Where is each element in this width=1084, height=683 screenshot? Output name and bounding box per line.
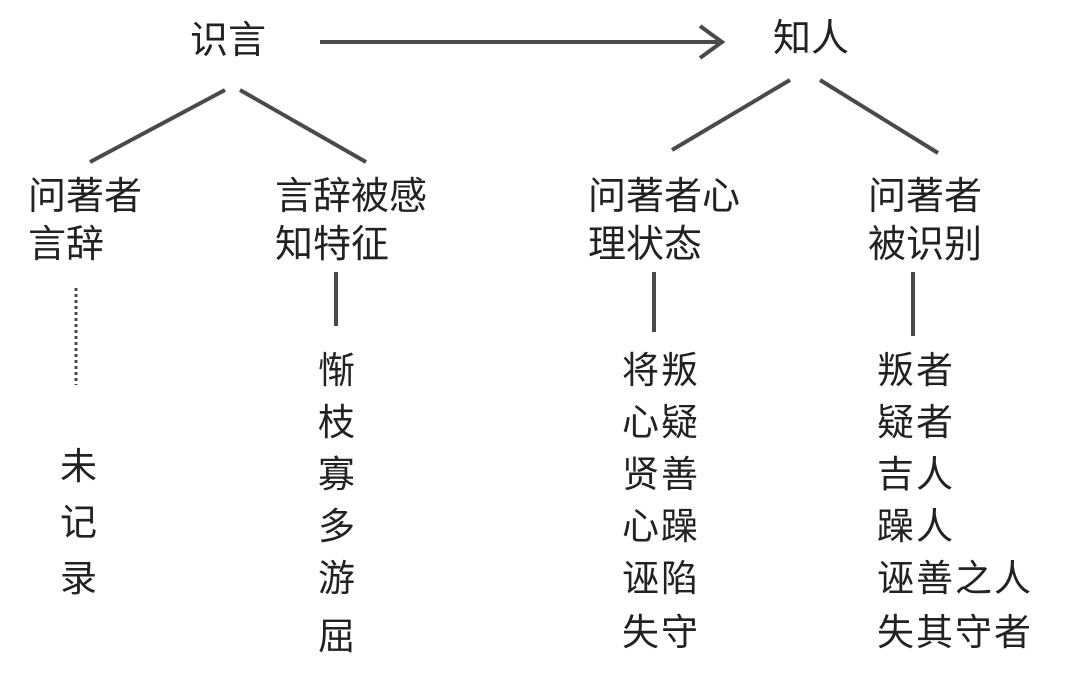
leaf-col4-2: 吉人 xyxy=(877,453,955,496)
leaf-col4-1: 疑者 xyxy=(877,401,955,444)
leaf-col3-4: 诬陷 xyxy=(622,557,700,600)
root-node-right: 知人 xyxy=(773,16,850,60)
leaf-col1-0: 未 xyxy=(60,445,99,488)
branch-node-3: 问著者心 理状态 xyxy=(588,172,740,268)
leaf-col1-1: 记 xyxy=(60,501,99,544)
leaf-col2-1: 枝 xyxy=(318,401,357,444)
branch-node-1-line2: 言辞 xyxy=(28,222,105,266)
leaf-col3-5: 失守 xyxy=(622,611,700,654)
branch-line-left-2 xyxy=(239,88,367,164)
root-node-left: 识言 xyxy=(190,18,267,62)
leaf-col2-2: 寡 xyxy=(318,453,357,496)
leaf-col3-3: 心躁 xyxy=(622,505,700,548)
branch-line-left-1 xyxy=(89,88,226,164)
leaf-col3-0: 将叛 xyxy=(622,349,700,392)
branch-node-1: 问著者 言辞 xyxy=(28,172,142,268)
leaf-col2-4: 游 xyxy=(318,557,357,600)
leaf-col4-4: 诬善之人 xyxy=(877,557,1033,600)
leaf-col2-0: 惭 xyxy=(318,349,357,392)
branch-node-3-line2: 理状态 xyxy=(588,222,703,266)
leaf-col1-2: 录 xyxy=(60,557,99,600)
leaf-col3-1: 心疑 xyxy=(622,401,700,444)
leaf-col4-0: 叛者 xyxy=(877,349,955,392)
branch-node-2-line2: 知特征 xyxy=(275,222,390,266)
branch-line-right-2 xyxy=(818,78,940,155)
branch-node-4: 问著者 被识别 xyxy=(868,172,982,268)
branch-node-4-line2: 被识别 xyxy=(868,222,983,266)
branch-node-3-line1: 问著者心 xyxy=(588,174,741,218)
branch-node-2-line1: 言辞被感 xyxy=(275,174,428,218)
arrow-head-icon xyxy=(698,24,726,60)
branch-node-2: 言辞被感 知特征 xyxy=(275,172,427,268)
branch-node-1-line1: 问著者 xyxy=(28,174,143,218)
leaf-col2-5: 屈 xyxy=(318,615,357,658)
branch-node-4-line1: 问著者 xyxy=(868,174,983,218)
leaf-col4-5: 失其守者 xyxy=(877,611,1033,654)
leaf-col2-3: 多 xyxy=(318,505,357,548)
leaf-col4-3: 躁人 xyxy=(877,505,955,548)
leaf-col3-2: 贤善 xyxy=(622,453,700,496)
branch-line-right-1 xyxy=(670,78,792,152)
